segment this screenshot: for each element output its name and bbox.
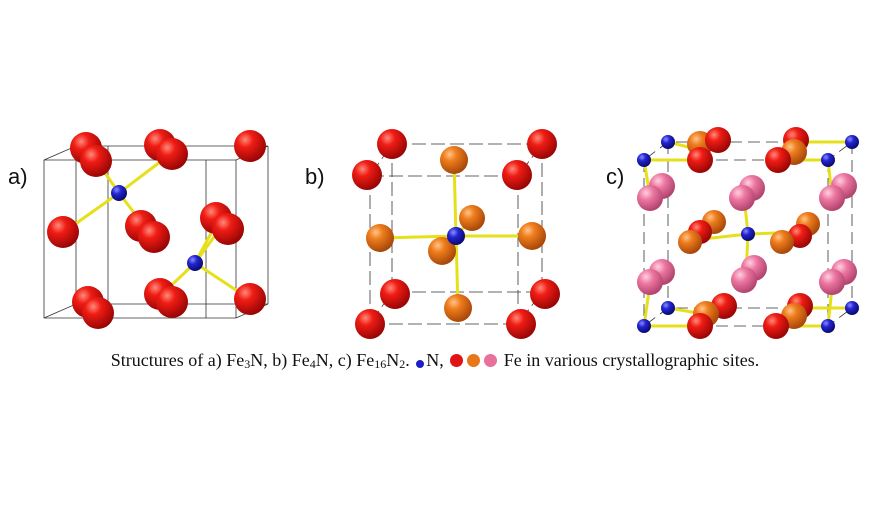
panel-label-a: a) bbox=[8, 164, 28, 189]
caption-part-c: N, c) Fe bbox=[315, 350, 375, 370]
structure-fe4n bbox=[352, 129, 560, 339]
n-atoms-b bbox=[447, 227, 465, 245]
legend-nitrogen-dot bbox=[416, 360, 425, 368]
legend-fe-orange-dot bbox=[467, 354, 481, 367]
legend-fe-red-dot bbox=[450, 354, 464, 367]
caption-sub-a: 3 bbox=[244, 357, 251, 371]
panel-label-b: b) bbox=[305, 164, 325, 189]
caption-fe-text: Fe in various crystallographic sites. bbox=[503, 350, 760, 370]
caption-after-formula: . bbox=[405, 350, 410, 370]
structure-fe16n2 bbox=[637, 127, 859, 339]
structure-fe3n bbox=[43, 129, 269, 329]
caption-prefix: Structures of a) Fe bbox=[110, 350, 245, 370]
caption-sub-b: 4 bbox=[309, 357, 316, 371]
caption-sub-c2: 2 bbox=[399, 357, 406, 371]
figure-caption: Structures of a) Fe3N, b) Fe4N, c) Fe16N… bbox=[0, 350, 870, 372]
fe-atoms-c bbox=[637, 127, 857, 339]
fe-atoms-a bbox=[47, 129, 266, 329]
n-atoms-a bbox=[111, 185, 203, 271]
fe-atoms-b bbox=[352, 129, 560, 339]
panel-label-c: c) bbox=[606, 164, 625, 189]
legend-fe-pink-dot bbox=[484, 354, 498, 367]
n-atoms-c bbox=[637, 135, 859, 333]
crystal-structures-diagram bbox=[43, 127, 859, 339]
caption-n-text: N, bbox=[426, 350, 444, 370]
caption-sub-c1: 16 bbox=[374, 357, 387, 371]
caption-part-n: N bbox=[386, 350, 400, 370]
caption-part-b: N, b) Fe bbox=[250, 350, 310, 370]
